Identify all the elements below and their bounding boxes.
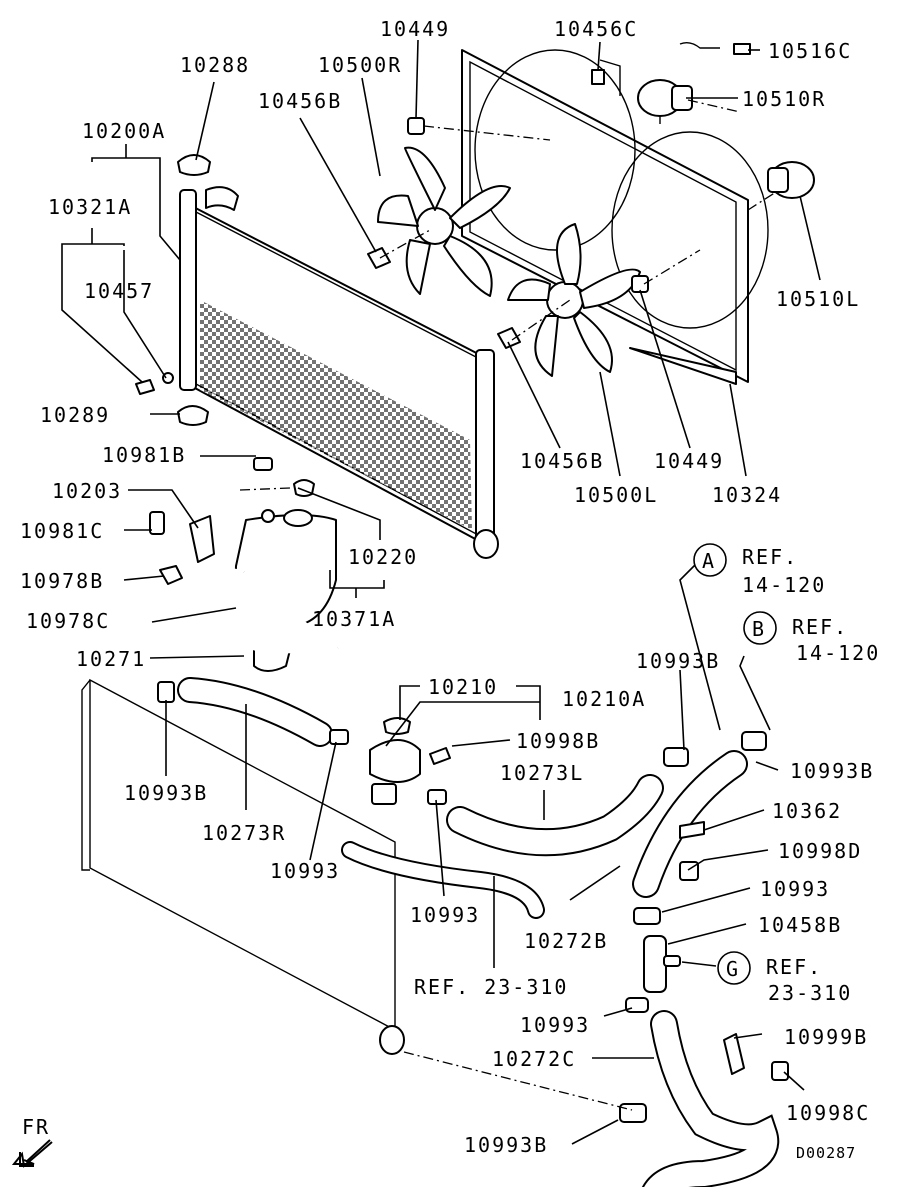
- part-label-10203: 10203: [52, 479, 122, 503]
- part-label-10993-r2: 10993: [520, 1013, 590, 1037]
- part-label-10978c: 10978C: [26, 609, 110, 633]
- ref-circle-g-letter: G: [726, 957, 740, 981]
- fan-right: [377, 146, 511, 297]
- ref-circle-a-letter: A: [702, 549, 716, 573]
- ref-g-number: 23-310: [768, 981, 852, 1005]
- upper-hose-right: [157, 677, 349, 747]
- leader-lines: [61, 39, 821, 1145]
- ref-b-label: REF.: [792, 615, 848, 639]
- part-label-10978b: 10978B: [20, 569, 104, 593]
- joint-pipe: [625, 935, 681, 1013]
- part-label-10458b: 10458B: [758, 913, 842, 937]
- part-label-10516c: 10516C: [768, 39, 852, 63]
- ref-23-310-label: REF. 23-310: [414, 975, 568, 999]
- part-label-10371a: 10371A: [312, 607, 396, 631]
- ref-a-number: 14-120: [742, 573, 826, 597]
- part-label-10200a: 10200A: [82, 119, 166, 143]
- part-label-10456b-top: 10456B: [258, 89, 342, 113]
- part-label-10449-bottom: 10449: [654, 449, 724, 473]
- part-label-10993b-right-b: 10993B: [790, 759, 874, 783]
- part-label-10210: 10210: [428, 675, 498, 699]
- part-label-10220: 10220: [348, 545, 418, 569]
- reservoir-bracket: [149, 457, 273, 585]
- fan-shroud: [461, 49, 769, 385]
- drain-plug: [135, 372, 174, 395]
- part-label-10500r: 10500R: [318, 53, 402, 77]
- part-label-10321a: 10321A: [48, 195, 132, 219]
- radiator-upper: [179, 186, 499, 559]
- part-label-10289: 10289: [40, 403, 110, 427]
- part-label-10456b-bottom: 10456B: [520, 449, 604, 473]
- part-label-10272c: 10272C: [492, 1047, 576, 1071]
- part-label-10362: 10362: [772, 799, 842, 823]
- part-label-10271: 10271: [76, 647, 146, 671]
- part-label-10993b-bottom: 10993B: [464, 1133, 548, 1157]
- part-label-10998d: 10998D: [778, 839, 862, 863]
- fan-motor-right: [637, 41, 751, 117]
- ref-g-label: REF.: [766, 955, 822, 979]
- diagram-code: D00287: [796, 1144, 856, 1162]
- part-label-10993-r1: 10993: [760, 877, 830, 901]
- thermostat-housing: [369, 717, 451, 805]
- part-label-10456c: 10456C: [554, 17, 638, 41]
- lower-hose-b: [632, 750, 748, 925]
- fan-motor-left: [767, 161, 815, 199]
- part-label-10993b-right-a: 10993B: [636, 649, 720, 673]
- fan-left: [507, 223, 641, 377]
- part-label-10273r: 10273R: [202, 821, 286, 845]
- front-marker-label: FR: [22, 1115, 50, 1139]
- part-label-10993b-left: 10993B: [124, 781, 208, 805]
- part-label-10273l: 10273L: [500, 761, 584, 785]
- ref-a-label: REF.: [742, 545, 798, 569]
- ref-b-number: 14-120: [796, 641, 880, 665]
- part-label-10998b: 10998B: [516, 729, 600, 753]
- part-label-10457: 10457: [84, 279, 154, 303]
- part-label-10510l: 10510L: [776, 287, 860, 311]
- ref-circle-a: A: [693, 543, 727, 577]
- part-label-10981b: 10981B: [102, 443, 186, 467]
- part-label-10288: 10288: [180, 53, 250, 77]
- front-arrow: FR: [11, 1115, 53, 1168]
- part-label-10500l: 10500L: [574, 483, 658, 507]
- part-label-10993-mid: 10993: [410, 903, 480, 927]
- lower-hose-c: [641, 1010, 780, 1187]
- part-label-10510r: 10510R: [742, 87, 826, 111]
- part-label-10999b: 10999B: [784, 1025, 868, 1049]
- part-label-10998c: 10998C: [786, 1101, 870, 1125]
- radiator-lower-outline: [81, 678, 405, 1055]
- part-label-10449-top: 10449: [380, 17, 450, 41]
- bypass-hose: [341, 841, 545, 919]
- radiator-cap: [177, 154, 211, 176]
- ref-circle-b: B: [743, 611, 777, 645]
- part-label-10324: 10324: [712, 483, 782, 507]
- ref-circle-b-letter: B: [752, 617, 766, 641]
- upper-hose-left: [446, 774, 664, 857]
- reservoir-hose: [196, 568, 339, 654]
- radiator-mount-cushion: [177, 405, 209, 426]
- part-label-10272b: 10272B: [524, 929, 608, 953]
- ref-circle-g: G: [717, 951, 751, 985]
- part-label-10993-left: 10993: [270, 859, 340, 883]
- part-label-10981c: 10981C: [20, 519, 104, 543]
- part-label-10210a: 10210A: [562, 687, 646, 711]
- hose-clips: [619, 731, 789, 1123]
- centerlines: [239, 99, 777, 1111]
